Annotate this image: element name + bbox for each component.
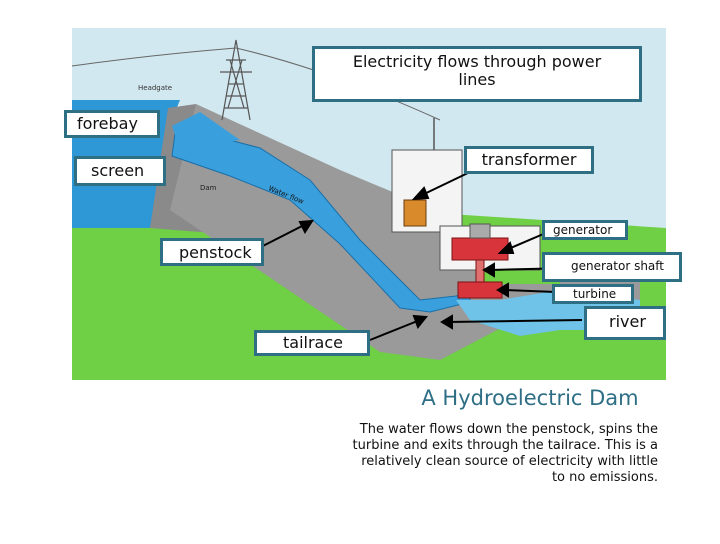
generator-cap [469, 223, 491, 239]
label-screen: screen [74, 156, 166, 186]
label-transformer: transformer [464, 146, 594, 174]
label-turbine: turbine [552, 284, 634, 304]
label-river: river [584, 306, 666, 340]
dam-text: Dam [200, 184, 217, 192]
headgate-text: Headgate [138, 84, 172, 92]
turbine-unit [457, 281, 503, 299]
caption-title: A Hydroelectric Dam [421, 386, 639, 410]
powerhouse-building [391, 149, 463, 233]
generator-shaft-unit [475, 259, 485, 283]
label-generator: generator [542, 220, 628, 240]
label-forebay: forebay [64, 110, 160, 138]
transmission-tower [220, 39, 252, 121]
label-generator-shaft: generator shaft [542, 252, 682, 282]
label-electricity: Electricity flows through power lines [312, 46, 642, 102]
label-arrows [254, 171, 583, 341]
label-penstock: penstock [160, 238, 264, 266]
power-line [71, 47, 237, 67]
transformer-unit [403, 199, 427, 227]
caption-description: The water flows down the penstock, spins… [352, 422, 658, 485]
label-tailrace: tailrace [254, 330, 370, 356]
headwater-channel [172, 112, 240, 150]
generator-unit [451, 237, 509, 261]
